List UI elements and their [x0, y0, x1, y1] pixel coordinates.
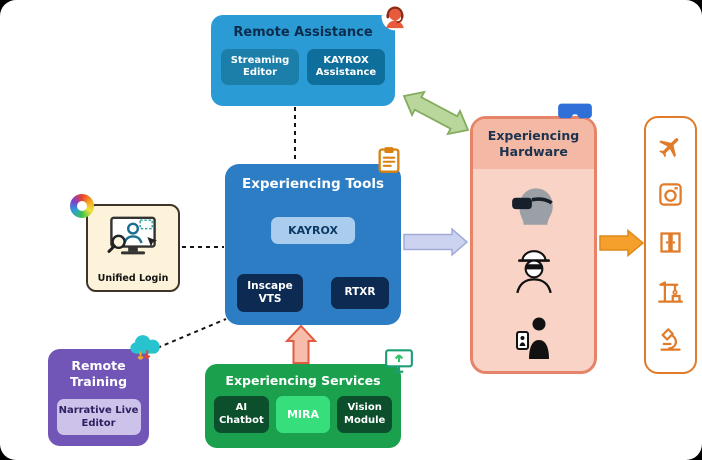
remote-assistance-items: Streaming Editor KAYROX Assistance — [211, 49, 395, 85]
experiencing-tools-box: Experiencing Tools KAYROX Inscape VTS RT… — [225, 164, 401, 325]
arrow-hardware-to-industries — [599, 228, 645, 258]
remote-training-title: Remote Training — [69, 358, 128, 390]
screen-share-icon — [384, 347, 414, 375]
camera-icon — [657, 181, 684, 212]
unified-login-box: Unified Login — [86, 204, 180, 292]
airplane-icon — [657, 133, 684, 164]
double-door-icon — [657, 229, 684, 260]
unified-login-label: Unified Login — [97, 273, 169, 284]
streaming-editor-chip: Streaming Editor — [221, 49, 299, 85]
services-items: AI Chatbot MIRA Vision Module — [205, 396, 401, 433]
experiencing-hardware-title: Experiencing Hardware — [487, 128, 580, 160]
inscape-vts-chip: Inscape VTS — [237, 274, 303, 312]
arrow-assistance-hardware-two-way — [402, 90, 470, 136]
remote-assistance-box: Remote Assistance Streaming Editor KAYRO… — [211, 15, 395, 106]
narrative-live-editor-chip: Narrative Live Editor — [56, 398, 141, 435]
browser-colors-icon — [70, 194, 94, 218]
hardware-icons — [473, 182, 594, 364]
vr-goggles-icon — [557, 101, 593, 122]
arrow-tools-to-hardware — [403, 227, 469, 257]
microscope-icon — [657, 326, 684, 357]
experiencing-tools-title: Experiencing Tools — [241, 176, 385, 192]
experiencing-hardware-box: Experiencing Hardware — [470, 116, 597, 374]
vr-headset-user-icon — [509, 182, 559, 232]
hardware-header: Experiencing Hardware — [473, 119, 594, 169]
tools-items: Inscape VTS RTXR — [237, 274, 389, 312]
experiencing-services-box: Experiencing Services AI Chatbot MIRA Vi… — [205, 364, 401, 448]
clipboard-icon — [375, 145, 403, 175]
mira-chip: MIRA — [275, 396, 331, 433]
arrow-services-to-tools — [284, 324, 318, 364]
remote-training-box: Remote Training Narrative Live Editor — [48, 349, 149, 446]
mobile-video-user-icon — [512, 314, 556, 364]
vision-module-chip: Vision Module — [337, 396, 393, 433]
experiencing-services-title: Experiencing Services — [225, 373, 381, 388]
cloud-sync-icon — [127, 332, 163, 364]
industries-panel — [644, 116, 697, 374]
support-agent-icon — [381, 3, 409, 31]
login-monitor-icon — [104, 213, 162, 265]
construction-crane-icon — [657, 278, 684, 309]
rtxr-chip: RTXR — [331, 277, 389, 309]
field-worker-vr-icon — [511, 247, 557, 299]
remote-assistance-title: Remote Assistance — [233, 25, 373, 40]
kayrox-chip: KAYROX — [271, 217, 355, 244]
ai-chatbot-chip: AI Chatbot — [214, 396, 269, 433]
kayrox-assistance-chip: KAYROX Assistance — [307, 49, 385, 85]
